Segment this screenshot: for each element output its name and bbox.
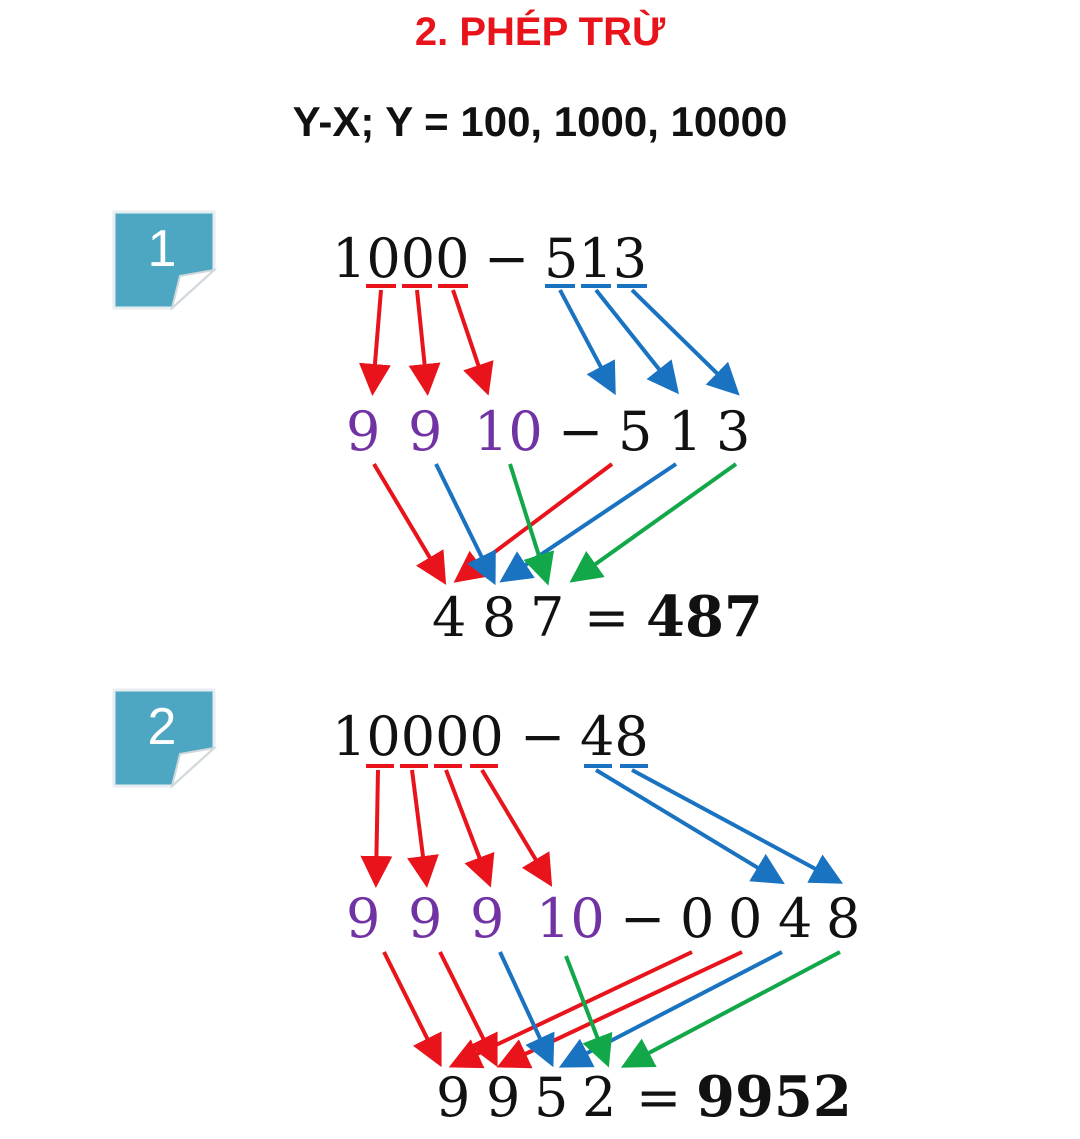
example-2-operator: − bbox=[520, 705, 565, 768]
example-2-borrowed-digit: 10 bbox=[536, 887, 605, 950]
arrow-red bbox=[444, 769, 495, 888]
example-1-result-digit: 7 bbox=[530, 586, 564, 649]
example-1-minuend: 1000 bbox=[332, 227, 469, 290]
page-subtitle: Y-X; Y = 100, 1000, 10000 bbox=[292, 98, 788, 145]
example-2-badge: 2 bbox=[110, 686, 220, 790]
example-1-operator: − bbox=[484, 227, 529, 290]
arrow-red bbox=[360, 769, 393, 888]
example-1-result-digit: 4 bbox=[432, 586, 466, 649]
arrow-red bbox=[359, 289, 391, 396]
example-1-borrowed-digit: 9 bbox=[408, 400, 442, 463]
example-2-subtrahend-digit: 4 bbox=[778, 887, 812, 950]
arrow-blue bbox=[594, 288, 679, 395]
arrow-red bbox=[382, 951, 442, 1068]
example-1-borrowed-digit: 9 bbox=[346, 400, 380, 463]
arrow-red bbox=[448, 950, 693, 1069]
example-1-badge: 1 bbox=[110, 208, 220, 312]
arrow-blue bbox=[631, 768, 844, 884]
arrow-red bbox=[438, 951, 498, 1068]
page-title: 2. PHÉP TRỪ bbox=[414, 10, 666, 54]
arrow-red bbox=[408, 289, 441, 396]
example-2-result-digit: 9 bbox=[486, 1066, 520, 1129]
example-1-subtrahend-digit: 3 bbox=[716, 400, 750, 463]
arrow-red bbox=[480, 768, 553, 887]
example-2-subtrahend: 48 bbox=[580, 705, 649, 768]
example-1-number: 1 bbox=[148, 220, 177, 278]
arrow-blue bbox=[558, 950, 783, 1068]
example-1: 1000 − 513 9 9 10 − 5 1 3 bbox=[332, 227, 763, 650]
example-2-equals: = bbox=[636, 1066, 681, 1129]
arrow-blue bbox=[434, 463, 496, 586]
arrow-red bbox=[451, 289, 494, 396]
arrow-blue bbox=[558, 289, 616, 396]
example-2-result-digit: 5 bbox=[534, 1066, 568, 1129]
example-2-borrowed-digit: 9 bbox=[470, 887, 504, 950]
arrow-green bbox=[564, 955, 613, 1068]
example-2-operator-2: − bbox=[620, 887, 665, 950]
arrow-green bbox=[620, 950, 841, 1068]
example-2-result-digit: 2 bbox=[582, 1066, 616, 1129]
example-2-subtrahend-digit: 0 bbox=[728, 887, 762, 950]
example-1-subtrahend: 513 bbox=[544, 227, 647, 290]
arrow-blue bbox=[594, 768, 785, 885]
example-2-minuend: 10000 bbox=[332, 705, 504, 768]
example-2-result-digit: 9 bbox=[436, 1066, 470, 1129]
example-1-subtrahend-digit: 1 bbox=[668, 400, 702, 463]
arrow-blue bbox=[630, 288, 740, 396]
example-1-equals: = bbox=[584, 586, 629, 649]
example-1-result-digit: 8 bbox=[482, 586, 516, 649]
example-2-borrowed-digit: 9 bbox=[408, 887, 442, 950]
arrow-red bbox=[407, 769, 439, 888]
example-1-operator-2: − bbox=[558, 400, 603, 463]
arrow-red bbox=[496, 950, 743, 1069]
example-2-number: 2 bbox=[148, 698, 177, 756]
example-2-borrowed-digit: 9 bbox=[346, 887, 380, 950]
example-1-subtrahend-digit: 5 bbox=[618, 400, 652, 463]
example-2: 10000 − 48 9 9 9 10 − 0 0 4 8 bbox=[332, 705, 860, 1130]
arrow-green bbox=[508, 463, 555, 586]
example-1-borrowed-digit: 10 bbox=[474, 400, 543, 463]
arrow-green bbox=[569, 462, 738, 583]
arrow-blue bbox=[498, 951, 555, 1068]
example-1-result-value: 487 bbox=[646, 584, 763, 650]
example-2-subtrahend-digit: 0 bbox=[680, 887, 714, 950]
example-2-result-value: 9952 bbox=[696, 1064, 852, 1130]
arrow-red bbox=[372, 462, 447, 585]
example-2-subtrahend-digit: 8 bbox=[826, 887, 860, 950]
